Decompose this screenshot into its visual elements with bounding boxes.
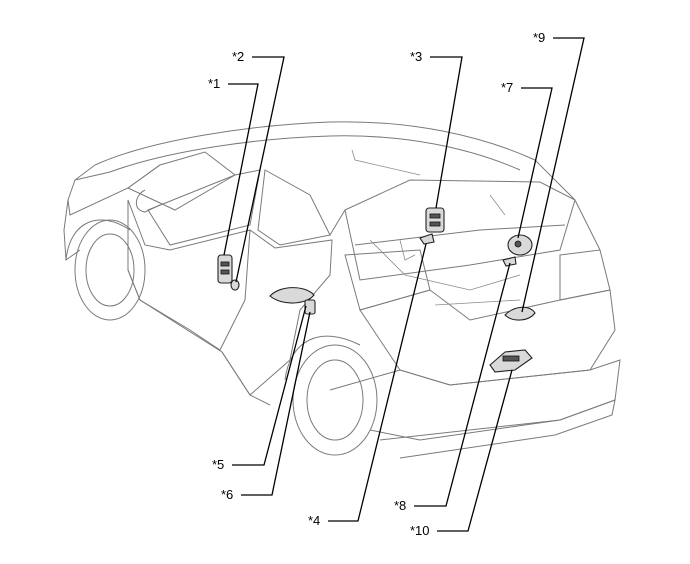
vehicle-outline <box>63 121 621 459</box>
leader-1 <box>223 83 259 256</box>
leader-7 <box>517 87 553 239</box>
leader-2 <box>235 56 285 283</box>
leader-4 <box>328 243 427 522</box>
leader-6 <box>241 311 311 496</box>
rear-lock-actuator-part <box>507 234 533 256</box>
back-door-switch-part <box>419 233 435 245</box>
front-door-handle-switch-part <box>230 279 240 291</box>
rear-switch-part <box>502 256 517 267</box>
leader-lines <box>223 37 585 532</box>
interior-detail <box>351 149 521 306</box>
callout-6: *6 <box>221 487 233 502</box>
callout-8: *8 <box>394 498 406 513</box>
rear-door-lock-part <box>304 299 316 315</box>
rear-door-handle-part <box>269 287 315 304</box>
leader-5 <box>232 305 307 466</box>
callout-9: *9 <box>533 30 545 45</box>
leader-8 <box>414 262 511 507</box>
leader-10 <box>437 369 513 532</box>
callout-labels: *1 *2 *3 *4 *5 *6 *7 *8 *9 *10 <box>208 30 545 538</box>
leader-3 <box>430 56 463 209</box>
callout-1: *1 <box>208 76 220 91</box>
callout-7: *7 <box>501 80 513 95</box>
callout-3: *3 <box>410 49 422 64</box>
callout-10: *10 <box>410 523 430 538</box>
leader-9 <box>521 37 585 313</box>
callout-2: *2 <box>232 49 244 64</box>
callout-4: *4 <box>308 513 320 528</box>
back-door-lock-assembly-part <box>489 349 533 373</box>
back-door-lock-part <box>425 207 445 233</box>
front-door-lock-part <box>217 254 233 284</box>
callout-5: *5 <box>212 457 224 472</box>
back-door-opener-part <box>504 306 536 321</box>
